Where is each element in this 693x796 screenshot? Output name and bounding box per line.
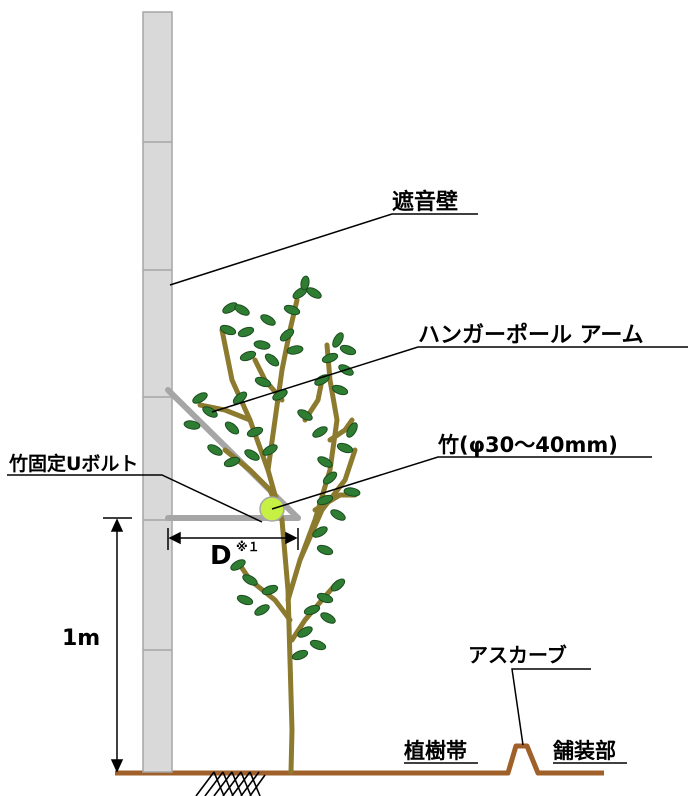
bamboo-label: 竹(φ30～40mm) — [437, 433, 618, 457]
height-label: 1m — [62, 626, 100, 651]
wall-label: 遮音壁 — [392, 189, 458, 215]
planting-label: 植樹帯 — [404, 739, 467, 763]
ground-line — [115, 743, 604, 776]
distance-label: D — [210, 541, 232, 571]
leaf-icon — [183, 275, 361, 661]
ground-hatch — [195, 771, 266, 796]
distance-note: ※１ — [236, 540, 260, 554]
leader-lines — [7, 213, 688, 746]
pavement-label: 舗装部 — [552, 739, 616, 763]
bolt-label: 竹固定Uボルト — [8, 452, 138, 475]
d-dimension — [167, 528, 299, 550]
height-dimension — [103, 517, 132, 773]
curb-label: アスカーブ — [468, 643, 567, 667]
tree-branches — [197, 297, 358, 775]
arm-label: ハンガーポール アーム — [418, 322, 644, 348]
